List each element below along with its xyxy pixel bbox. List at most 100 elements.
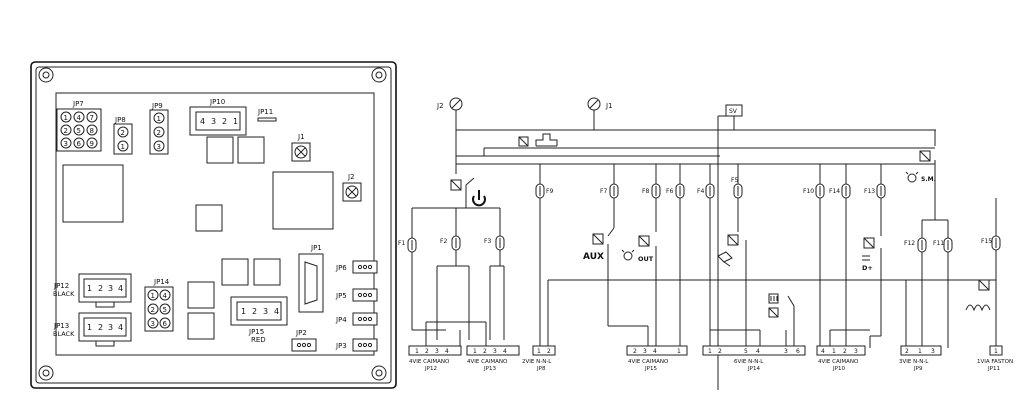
coil-icon	[768, 293, 779, 318]
light-bulb-icon	[621, 249, 635, 261]
svg-text:2: 2	[222, 117, 227, 126]
jp14-header	[144, 286, 174, 332]
jp7-header	[56, 108, 102, 152]
gauge-icon	[862, 255, 870, 261]
sm-label: S.M.	[921, 176, 936, 183]
jp3-connector: JP3	[335, 338, 378, 352]
svg-text:F4: F4	[697, 188, 704, 195]
svg-text:JP11: JP11	[987, 366, 1000, 372]
svg-text:4: 4	[118, 284, 123, 293]
j1-pot-label: J1	[605, 102, 613, 110]
svg-text:4VIE CAIMANO: 4VIE CAIMANO	[628, 359, 669, 365]
relay-2	[237, 136, 265, 164]
svg-text:F8: F8	[642, 188, 649, 195]
svg-text:JP9: JP9	[913, 366, 923, 372]
svg-text:1: 1	[832, 348, 836, 355]
jp15-color-label: RED	[251, 336, 266, 344]
fuse-f4: F4	[697, 183, 715, 199]
terminal-jp10: 4 1 2 3 4VIE CAIMANO JP10	[816, 345, 866, 372]
jp10-label: JP10	[209, 98, 225, 106]
jp10-pins: 4 3 2 1	[200, 117, 238, 126]
mounting-hole-br	[371, 365, 387, 381]
power-icon	[472, 190, 486, 207]
svg-text:1: 1	[241, 307, 246, 316]
svg-text:1: 1	[415, 348, 419, 355]
svg-text:F2: F2	[440, 238, 447, 245]
pump-icon	[717, 251, 733, 267]
svg-text:JP6: JP6	[335, 264, 347, 272]
svg-text:2: 2	[483, 348, 487, 355]
svg-text:3: 3	[854, 348, 858, 355]
terminal-jp14: 1 2 5 4 3 6 6VIE N-N-L JP14	[702, 345, 806, 372]
svg-text:JP3: JP3	[335, 342, 347, 350]
jp15-pins: 1 2 3 4	[241, 307, 279, 316]
jp5-connector: JP5	[335, 288, 378, 302]
jp6-connector: JP6	[335, 260, 378, 274]
schematic: J2 J1 SV	[398, 97, 1013, 390]
svg-text:1: 1	[708, 348, 712, 355]
svg-text:5: 5	[77, 127, 81, 135]
svg-text:1: 1	[473, 348, 477, 355]
mounting-hole-tl	[38, 67, 54, 83]
svg-text:JP12: JP12	[424, 366, 437, 372]
svg-text:4: 4	[653, 348, 657, 355]
terminal-jp15: 2 3 4 1 4VIE CAIMANO JP15	[626, 345, 688, 372]
svg-text:F11: F11	[933, 240, 944, 247]
jp15-label: JP15	[248, 328, 264, 336]
jp2-connector: JP2	[291, 329, 317, 352]
j1-potentiometer-icon	[587, 97, 601, 111]
heater-coil-icon	[965, 304, 991, 312]
mounting-hole-bl	[38, 365, 54, 381]
j2-trimmer	[342, 182, 362, 202]
jp12-label: JP12	[53, 282, 69, 290]
relay-1	[206, 136, 234, 164]
fuse-f8: F8	[642, 183, 661, 199]
j2-potentiometer-icon	[449, 97, 463, 111]
jp11-label: JP11	[257, 108, 273, 116]
svg-text:4: 4	[200, 117, 205, 126]
jp8-pins: 2 1	[117, 126, 129, 152]
fuse-f2: F2	[440, 235, 461, 251]
svg-text:JP14: JP14	[747, 366, 760, 372]
svg-text:4: 4	[118, 323, 123, 332]
relay-6	[187, 281, 215, 309]
svg-text:5: 5	[744, 348, 748, 355]
svg-text:F14: F14	[829, 188, 840, 195]
svg-text:F10: F10	[803, 188, 814, 195]
svg-text:JP5: JP5	[335, 292, 347, 300]
board-outline	[30, 61, 397, 389]
terminal-jp13: 1 2 3 4 4VIE CAIMANO JP13	[466, 345, 520, 372]
j2-pot-label: J2	[436, 102, 444, 110]
svg-text:3: 3	[64, 140, 68, 148]
svg-text:1: 1	[537, 348, 541, 355]
svg-text:3: 3	[931, 348, 935, 355]
svg-text:2: 2	[547, 348, 551, 355]
svg-text:1: 1	[157, 115, 161, 123]
svg-text:2: 2	[98, 323, 103, 332]
jp14-label: JP14	[153, 278, 170, 286]
svg-text:1VIA FASTON: 1VIA FASTON	[977, 359, 1013, 365]
svg-text:4: 4	[503, 348, 507, 355]
svg-text:1: 1	[233, 117, 238, 126]
svg-text:3: 3	[157, 143, 161, 151]
j1-trimmer	[291, 142, 311, 162]
svg-text:5: 5	[163, 306, 167, 314]
svg-text:F5: F5	[731, 177, 738, 184]
svg-text:2: 2	[252, 307, 257, 316]
j2-label: J2	[347, 173, 355, 181]
mounting-hole-tr	[371, 67, 387, 83]
jp11-faston	[257, 117, 277, 122]
svg-text:6: 6	[796, 348, 800, 355]
svg-text:F7: F7	[600, 188, 607, 195]
svg-text:3: 3	[263, 307, 268, 316]
svg-text:4VIE CAIMANO: 4VIE CAIMANO	[409, 359, 450, 365]
svg-text:3VIE N-N-L: 3VIE N-N-L	[899, 359, 929, 365]
fuse-f7: F7	[600, 183, 619, 199]
svg-text:JP4: JP4	[335, 316, 347, 324]
svg-text:2: 2	[718, 348, 722, 355]
fuse-f15: F15	[981, 235, 1001, 251]
out-label: OUT	[638, 255, 654, 263]
svg-text:1: 1	[918, 348, 922, 355]
fuse-f6: F6	[666, 183, 685, 199]
svg-text:2: 2	[121, 129, 125, 137]
